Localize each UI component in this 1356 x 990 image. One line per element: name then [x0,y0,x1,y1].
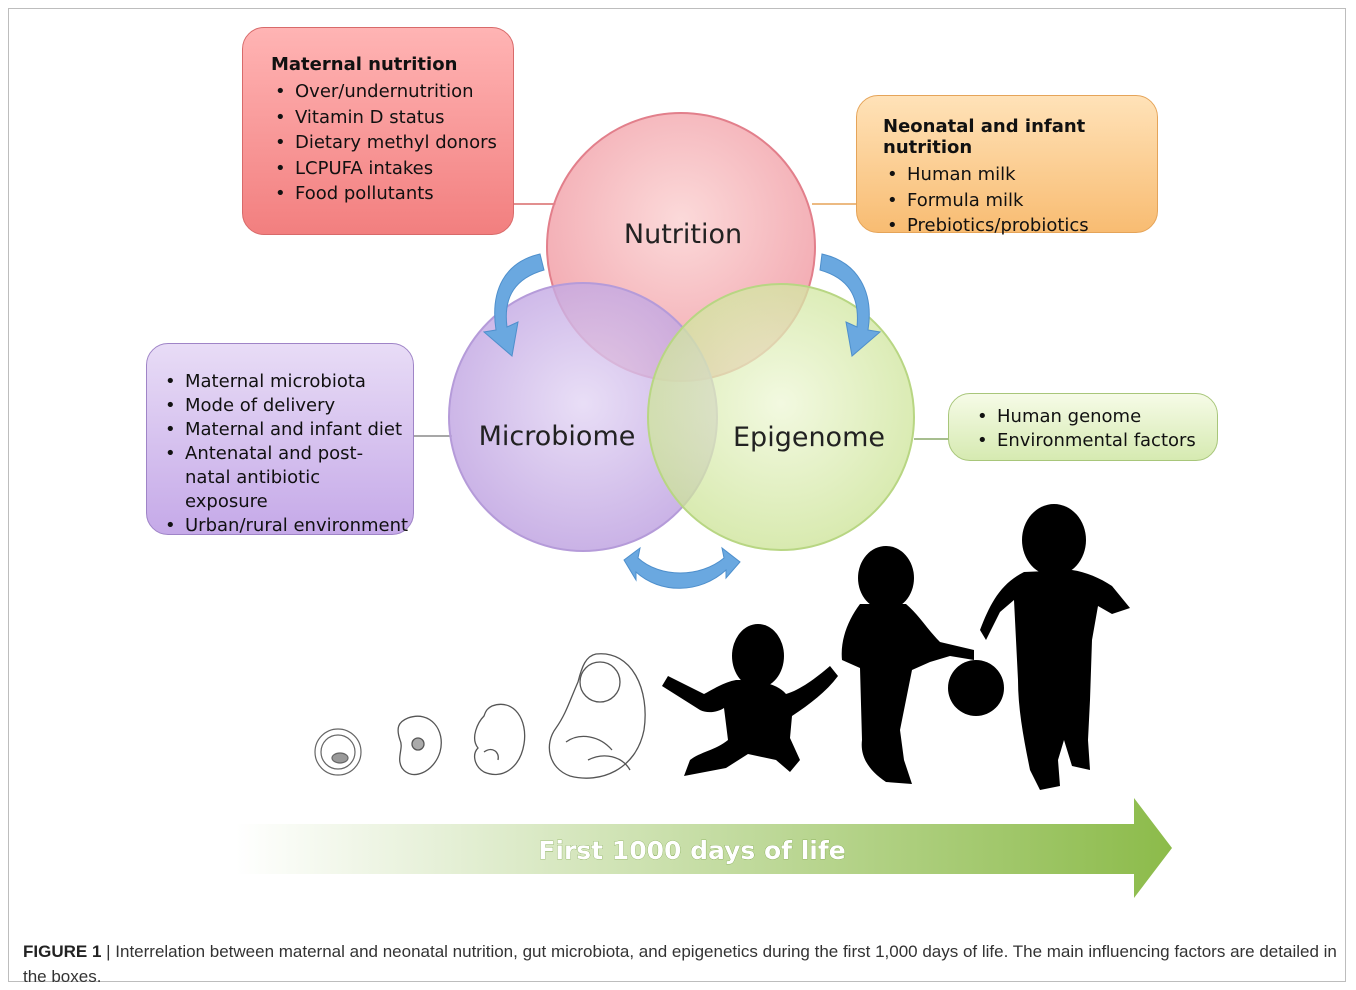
microbiome-label: Microbiome [479,421,636,452]
walking-child-silhouette [980,504,1130,790]
arrow-bottom-icon [623,546,741,589]
list-item: Food pollutants [275,181,513,207]
list-item: Urban/rural environment [165,514,413,538]
epigenome-factors-box: Human genome Environmental factors [948,393,1218,461]
list-item: Prebiotics/probiotics [887,213,1157,239]
list-item: Maternal microbiota [165,370,413,394]
figure-frame [8,8,1346,982]
zygote-icon [314,728,362,776]
timeline-arrow [236,798,1172,898]
epigenome-circle [647,283,915,551]
fetus-icon [548,653,646,779]
neonatal-nutrition-title: Neonatal and infant nutrition [883,116,1086,158]
figure-caption: FIGURE 1 | Interrelation between materna… [23,939,1339,989]
microbiome-factors-box: Maternal microbiota Mode of delivery Mat… [146,343,414,538]
list-item: Maternal and infant diet [165,418,413,442]
arrow-right-icon [819,253,882,357]
list-item: Human milk [887,162,1157,188]
toddler-with-ball-silhouette [841,546,1004,784]
embryo-early-icon [397,715,442,776]
neonatal-nutrition-box: Neonatal and infant nutrition Human milk… [856,95,1158,238]
embryo-late-icon [473,703,526,776]
epigenome-label: Epigenome [733,422,885,453]
caption-text: | Interrelation between maternal and neo… [23,942,1337,986]
arrow-left-icon [482,253,545,357]
maternal-nutrition-box: Maternal nutrition Over/undernutrition V… [242,27,514,235]
list-item: Vitamin D status [275,105,513,131]
list-item: Formula milk [887,188,1157,214]
timeline-label: First 1000 days of life [538,836,845,865]
list-item: Antenatal and post-natal antibiotic expo… [165,442,405,514]
list-item: Mode of delivery [165,394,413,418]
list-item: Dietary methyl donors [275,130,513,156]
sitting-baby-silhouette [662,624,838,776]
maternal-nutrition-title: Maternal nutrition [271,54,458,75]
list-item: Environmental factors [977,429,1217,453]
list-item: Human genome [977,405,1217,429]
nutrition-label: Nutrition [624,219,742,250]
list-item: LCPUFA intakes [275,156,513,182]
list-item: Over/undernutrition [275,79,513,105]
caption-label: FIGURE 1 [23,942,102,961]
